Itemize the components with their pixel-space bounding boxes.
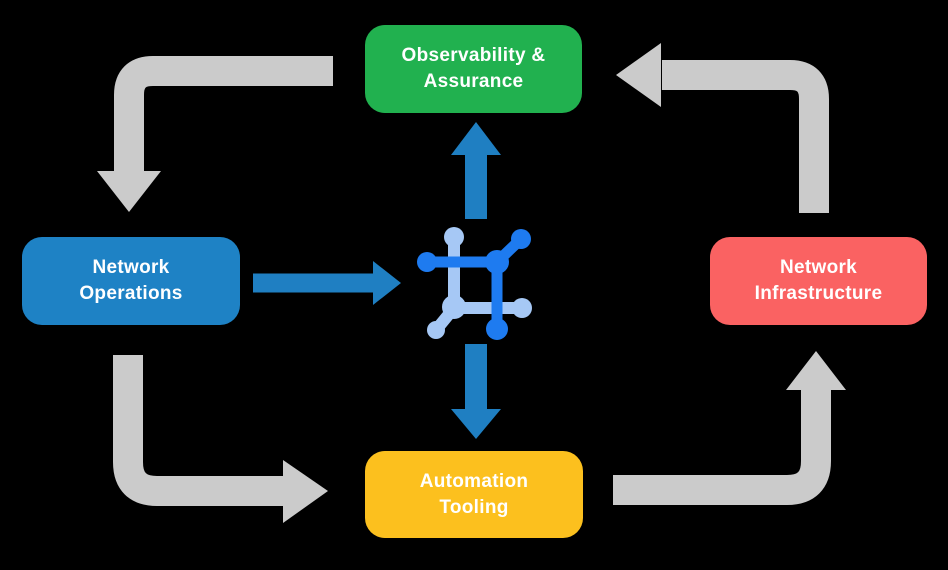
cycle-arrow-operations-to-automation (113, 355, 328, 523)
icon-node (444, 227, 464, 247)
icon-node (485, 250, 509, 274)
node-label-line2: Operations (79, 283, 183, 304)
flow-arrow-center-to-automation (451, 344, 501, 439)
cycle-arrow-infrastructure-to-observability (616, 43, 829, 213)
network-automation-icon (417, 227, 532, 340)
flow-arrowhead-up (451, 122, 501, 155)
node-network-infrastructure: Network Infrastructure (710, 237, 927, 325)
cycle-arrowhead-left (616, 43, 661, 107)
icon-node (427, 321, 445, 339)
cycle-arrowhead-right (283, 460, 328, 523)
node-label-line1: Network (92, 257, 170, 278)
node-observability-assurance: Observability & Assurance (365, 25, 582, 113)
node-label-line2: Assurance (423, 71, 524, 92)
cycle-arrow-shaft (113, 355, 284, 506)
flow-arrowhead-down (451, 409, 501, 439)
icon-node (486, 318, 508, 340)
cycle-arrowhead-up (786, 351, 846, 390)
icon-node (442, 295, 466, 319)
node-label-line1: Automation (419, 470, 529, 492)
flow-arrow-center-to-observability (451, 122, 501, 219)
icon-node (511, 229, 531, 249)
node-label-line1: Network (779, 257, 858, 278)
icon-light-nodes (427, 227, 532, 339)
node-automation-tooling: Automation Tooling (365, 451, 583, 538)
flow-arrowhead-right (373, 261, 401, 305)
cycle-arrow-observability-to-operations (97, 56, 333, 212)
cycle-arrow-shaft (114, 56, 333, 172)
icon-dark-nodes (417, 229, 531, 340)
cycle-arrow-shaft (613, 389, 831, 505)
node-label-line2: Tooling (439, 496, 509, 518)
node-label-line1: Observability & (401, 45, 546, 66)
flow-arrow-operations-to-center (253, 261, 401, 305)
cycle-arrow-shaft (662, 60, 829, 213)
icon-node (512, 298, 532, 318)
cycle-arrow-automation-to-infrastructure (613, 351, 846, 505)
cycle-arrowhead-down (97, 171, 161, 212)
node-network-operations: Network Operations (22, 237, 240, 325)
icon-node (417, 252, 437, 272)
node-label-line2: Infrastructure (754, 283, 883, 304)
